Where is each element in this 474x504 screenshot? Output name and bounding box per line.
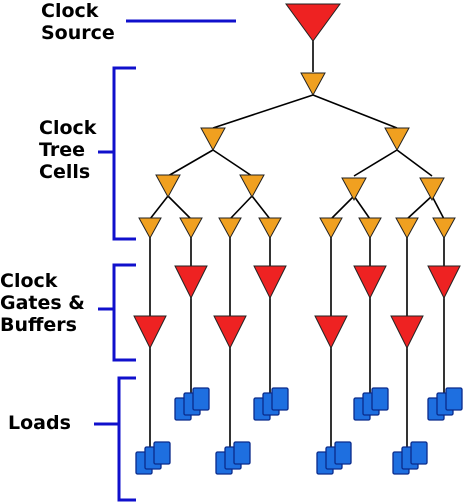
load-group: [353, 387, 389, 421]
wire-level3: [353, 149, 398, 177]
tree-cell-triangle: [419, 177, 445, 202]
load-group: [392, 441, 428, 475]
wire-level4: [229, 195, 253, 220]
load-group: [253, 387, 289, 421]
wire-level4: [353, 195, 371, 220]
load-group: [316, 441, 352, 475]
clock-gate-triangle: [253, 265, 287, 300]
load-flop: [233, 441, 251, 465]
clock-gates-buffers-label: Clock Gates & Buffers: [0, 270, 85, 336]
clock-source-triangle: [285, 3, 341, 42]
clock-gate-triangle: [427, 265, 461, 300]
tree-cell-triangle: [179, 217, 203, 240]
clock-gate-triangle: [314, 315, 348, 350]
tree-cell-triangle: [395, 217, 419, 240]
wire-level3: [212, 149, 253, 177]
tree-cell-triangle: [155, 174, 181, 199]
tree-cell-triangle: [319, 217, 343, 240]
load-group: [135, 441, 171, 475]
tree-cell-triangle: [200, 127, 226, 152]
wire-level4: [149, 195, 169, 220]
clock-tree-cells-label: Clock Tree Cells: [39, 117, 97, 183]
wire-level4: [330, 195, 355, 220]
load-group: [427, 387, 463, 421]
load-group: [215, 441, 251, 475]
clock-gate-triangle: [390, 315, 424, 350]
load-flop: [334, 441, 352, 465]
load-flop: [153, 441, 171, 465]
clock-gate-triangle: [213, 315, 247, 350]
loads-bracket: [117, 376, 136, 502]
tree-cell-triangle: [432, 217, 456, 240]
clock-gate-triangle: [353, 265, 387, 300]
tree-cell-triangle: [358, 217, 382, 240]
tree-cell-triangle: [239, 174, 265, 199]
wire-level3: [396, 149, 433, 177]
load-flop: [371, 387, 389, 411]
clock-gate-triangle: [133, 315, 167, 350]
wire-level4: [431, 195, 445, 220]
wire-level3: [167, 149, 214, 177]
wire-level4: [406, 195, 433, 220]
tree-cell-triangle: [138, 217, 162, 240]
load-flop: [410, 441, 428, 465]
clock-cells: [133, 3, 461, 350]
tree-cell-triangle: [384, 127, 410, 152]
level-brackets: [94, 19, 236, 502]
load-group: [174, 387, 210, 421]
wire-level4: [251, 195, 271, 220]
load-flop: [192, 387, 210, 411]
tree-cells-bracket: [112, 66, 136, 241]
load-flop: [271, 387, 289, 411]
loads-label: Loads: [8, 412, 71, 434]
load-groups: [135, 387, 463, 475]
wire-level2: [212, 94, 314, 129]
clock-gate-triangle: [174, 265, 208, 300]
tree-cell-triangle: [218, 217, 242, 240]
wire-level2: [312, 94, 398, 129]
tree-cell-triangle: [258, 217, 282, 240]
tree-cell-triangle: [300, 72, 326, 97]
gates-bracket: [112, 263, 136, 362]
wire-level4: [167, 195, 192, 220]
load-flop: [445, 387, 463, 411]
clock-wires: [149, 40, 445, 450]
tree-cell-triangle: [341, 177, 367, 202]
clock-source-label: Clock Source: [41, 0, 115, 44]
